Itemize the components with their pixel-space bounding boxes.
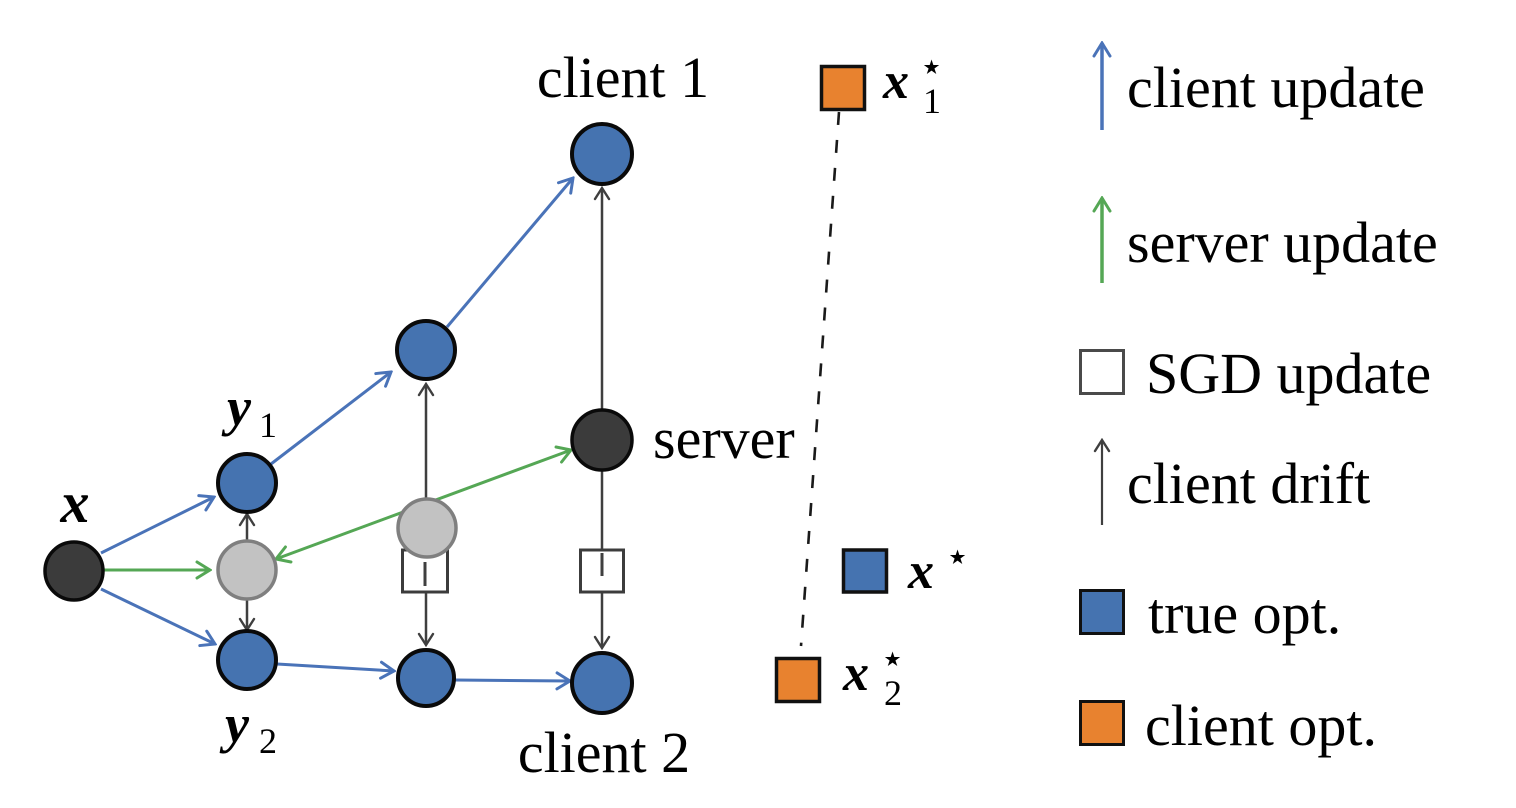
client-update-x-to-y1 <box>100 497 214 555</box>
node-client2 <box>570 651 634 715</box>
label-client-1: client 1 <box>537 45 709 110</box>
label-x2-star: 2 <box>884 673 902 713</box>
legend-sgd-update-label: SGD update <box>1146 341 1431 406</box>
nodes-layer <box>43 122 634 715</box>
client2-optimum-square <box>774 656 822 704</box>
label-x1-star: x <box>882 53 909 110</box>
arrows-layer <box>100 178 602 681</box>
legend-client-drift: client drift <box>1102 440 1370 525</box>
legend-server-update-label: server update <box>1127 210 1438 275</box>
legend-server-update: server update <box>1102 198 1438 283</box>
legend-sgd-update: SGD update <box>1079 341 1431 406</box>
dashed-client-optima-connector <box>799 111 841 647</box>
node-y2 <box>216 629 278 691</box>
legend-client-opt-square-icon <box>1079 700 1125 746</box>
node-y1 <box>216 452 278 514</box>
true-optimum-square <box>841 548 889 594</box>
node-client1-step2 <box>395 319 457 381</box>
legend-sgd-update-square-icon <box>1079 349 1125 395</box>
node-average-2 <box>396 497 458 559</box>
legend-client-update-label: client update <box>1127 55 1425 120</box>
label-x2-star: x <box>842 645 869 702</box>
label-x: x <box>60 470 90 535</box>
legend-true-opt-square-icon <box>1079 589 1125 635</box>
legend-true-opt: true opt. <box>1079 581 1341 646</box>
label-y2: y <box>219 694 250 754</box>
label-client-2: client 2 <box>518 720 690 785</box>
node-client2-step2 <box>396 648 456 708</box>
client-update-y2-to-step2 <box>276 664 394 671</box>
client1-optimum-square <box>819 64 867 112</box>
label-x1-star: 1 <box>923 81 941 121</box>
client-update-y1-to-step2 <box>270 372 391 466</box>
label-server: server <box>653 406 795 471</box>
legend-true-opt-label: true opt. <box>1148 581 1341 646</box>
label-y2: 2 <box>259 721 277 761</box>
legend-client-opt-label: client opt. <box>1145 693 1377 758</box>
legend-client-drift-label: client drift <box>1127 451 1370 516</box>
client-update-step2-to-client2 <box>454 680 570 681</box>
node-average-1 <box>216 539 278 601</box>
label-y1: 1 <box>259 405 277 445</box>
label-x1-star: ⋆ <box>919 44 944 90</box>
squares-layer <box>401 64 889 704</box>
legend-client-update: client update <box>1102 43 1425 130</box>
label-x-star: x <box>907 543 934 600</box>
label-x-star: ⋆ <box>945 534 970 580</box>
client-update-step2-to-client1 <box>445 178 573 328</box>
label-x2-star: ⋆ <box>880 636 905 682</box>
legend-client-opt: client opt. <box>1079 693 1377 758</box>
client-update-x-to-y2 <box>100 587 215 644</box>
label-y1: y <box>221 377 252 437</box>
node-x <box>43 540 105 602</box>
node-server <box>570 408 634 472</box>
node-client1 <box>570 122 634 186</box>
dashed-layer <box>799 111 841 647</box>
